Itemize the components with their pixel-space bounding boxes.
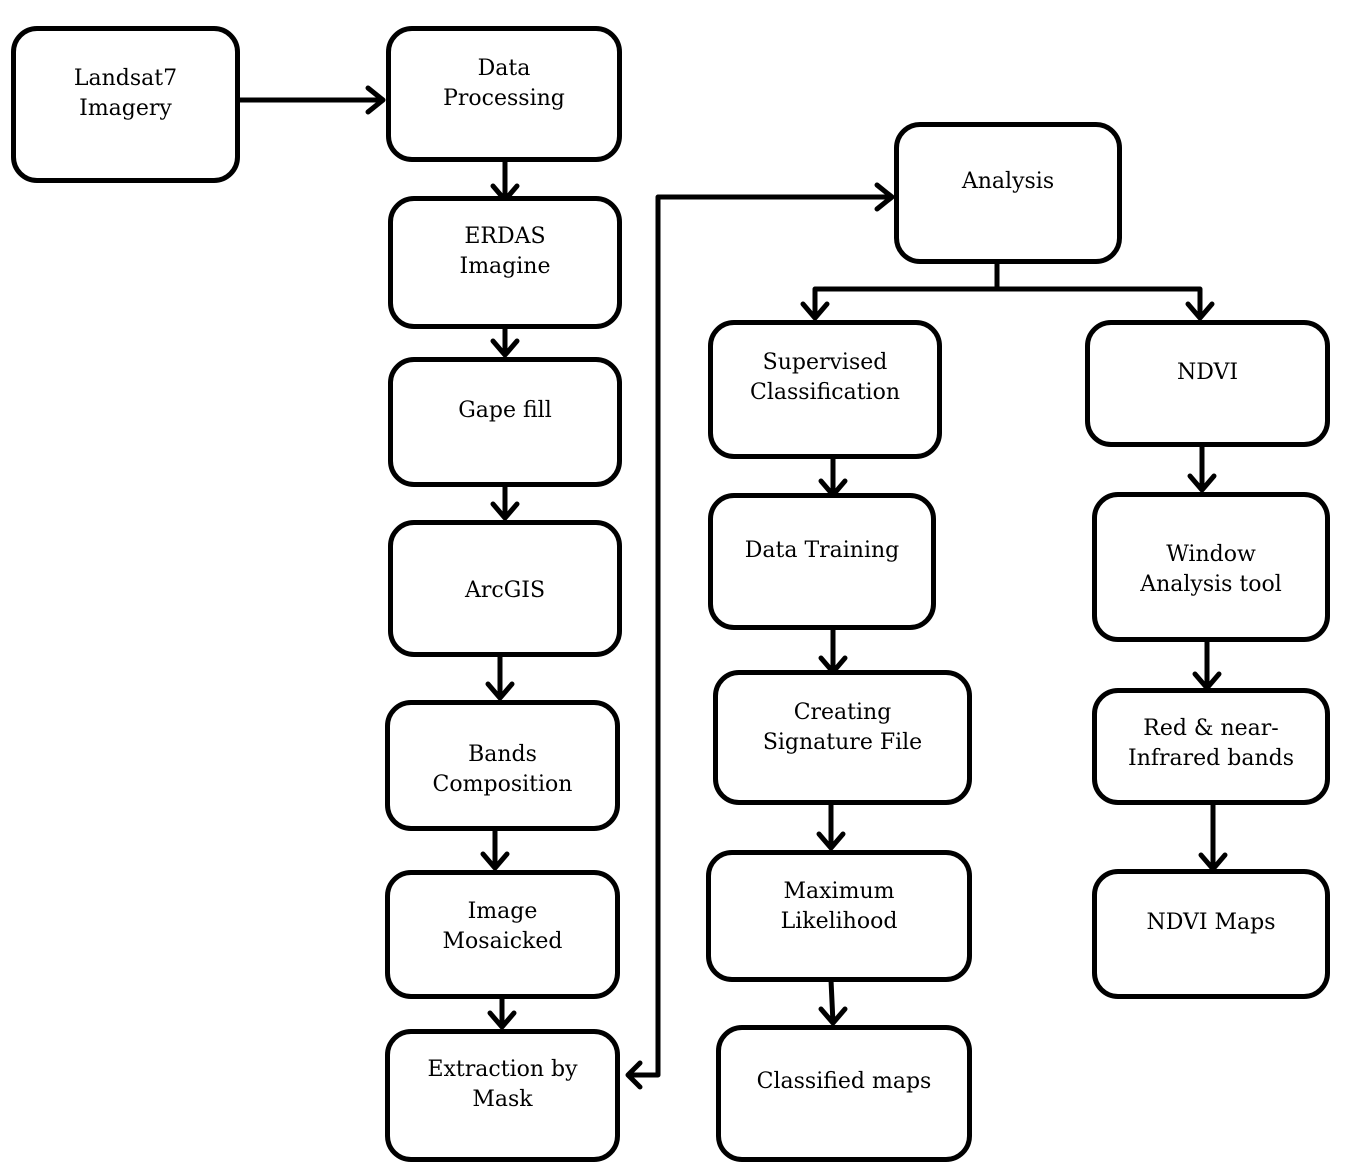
node-label: NDVI Maps — [1146, 910, 1276, 935]
node-label: NDVI — [1176, 360, 1239, 385]
node-ndvi-maps: NDVI Maps — [1092, 869, 1330, 999]
node-creating-signature-file: Creating Signature File — [713, 670, 972, 805]
node-bands-composition: Bands Composition — [385, 700, 620, 831]
arrow-analysis-split — [800, 259, 1215, 321]
arrow-extraction-to-analysis — [625, 182, 895, 1090]
node-ndvi: NDVI — [1085, 320, 1330, 447]
node-label: ArcGIS — [464, 578, 546, 603]
arrow-supervised-to-training — [818, 454, 848, 498]
node-label: Analysis — [961, 169, 1055, 194]
node-arcgis: ArcGIS — [388, 520, 622, 657]
node-label: Maximum Likelihood — [780, 879, 898, 934]
arrow-training-to-signature — [818, 625, 848, 675]
arrow-landsat-to-processing — [235, 85, 386, 115]
node-label: Landsat7 Imagery — [73, 66, 178, 121]
node-label: Bands Composition — [432, 742, 573, 797]
arrow-erdas-to-gapefill — [490, 324, 520, 358]
node-classified-maps: Classified maps — [716, 1025, 972, 1162]
arrow-processing-to-erdas — [490, 157, 520, 203]
arrow-bands-to-mosaic — [480, 826, 510, 871]
node-gape-fill: Gape fill — [388, 357, 622, 487]
node-label: Gape fill — [458, 398, 552, 423]
arrow-window-to-rednir — [1192, 637, 1222, 691]
node-label: Image Mosaicked — [442, 899, 563, 954]
node-maximum-likelihood: Maximum Likelihood — [706, 850, 972, 982]
node-data-processing: Data Processing — [386, 26, 622, 162]
arrow-ndvi-to-window — [1187, 442, 1217, 493]
arrow-arcgis-to-bands — [485, 652, 515, 701]
node-label: Red & near- Infrared bands — [1128, 716, 1294, 771]
arrow-gapefill-to-arcgis — [490, 482, 520, 521]
arrow-mosaic-to-extraction — [487, 994, 517, 1030]
arrow-rednir-to-ndvimaps — [1198, 800, 1228, 872]
node-analysis: Analysis — [894, 122, 1122, 264]
node-red-near-infrared-bands: Red & near- Infrared bands — [1092, 688, 1330, 805]
node-window-analysis-tool: Window Analysis tool — [1092, 492, 1330, 642]
node-label: Data Training — [744, 538, 900, 563]
node-data-training: Data Training — [708, 493, 936, 630]
node-image-mosaicked: Image Mosaicked — [385, 870, 620, 999]
node-label: Window Analysis tool — [1140, 542, 1282, 597]
node-label: Data Processing — [443, 56, 565, 111]
arrow-signature-to-maxlik — [816, 800, 846, 851]
node-label: ERDAS Imagine — [459, 224, 551, 279]
node-label: Creating Signature File — [762, 700, 923, 755]
node-label: Extraction by Mask — [427, 1057, 578, 1112]
node-supervised-classification: Supervised Classification — [708, 320, 942, 459]
arrow-maxlik-to-classified — [818, 977, 848, 1026]
node-label: Supervised Classification — [749, 350, 900, 405]
node-label: Classified maps — [756, 1069, 932, 1094]
node-extraction-by-mask: Extraction by Mask — [385, 1029, 620, 1162]
node-landsat7-imagery: Landsat7 Imagery — [11, 26, 240, 183]
node-erdas-imagine: ERDAS Imagine — [388, 196, 622, 329]
